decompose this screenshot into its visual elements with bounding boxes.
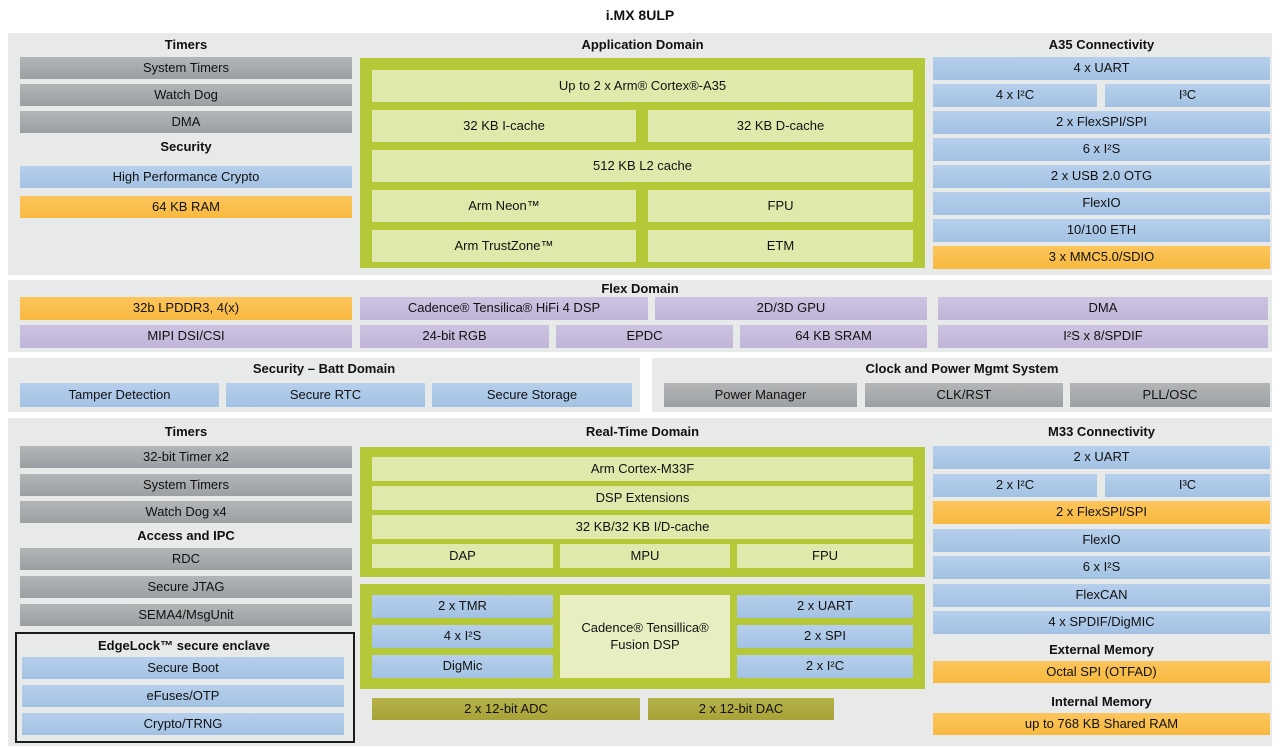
box-secure-jtag: Secure JTAG (20, 576, 352, 598)
box-m33-i2c: 2 x I²C (933, 474, 1097, 497)
box-a35-i2c: 4 x I²C (933, 84, 1097, 107)
page-title: i.MX 8ULP (605, 7, 675, 23)
box-a35-flexio: FlexIO (933, 192, 1270, 215)
box-tamper-detection: Tamper Detection (20, 383, 219, 407)
box-high-performance-crypto: High Performance Crypto (20, 166, 352, 188)
box-hifi4-dsp: Cadence® Tensilica® HiFi 4 DSP (360, 297, 648, 320)
header-a35-connectivity: A35 Connectivity (1048, 37, 1155, 52)
box-flex-dma: DMA (938, 297, 1268, 320)
header-timers-app: Timers (164, 37, 208, 52)
header-application-domain: Application Domain (581, 37, 704, 52)
box-sema4: SEMA4/MsgUnit (20, 604, 352, 626)
header-flex-domain: Flex Domain (601, 281, 679, 296)
box-m33-flexspi: 2 x FlexSPI/SPI (933, 501, 1270, 524)
box-flexcan: FlexCAN (933, 584, 1270, 607)
header-m33-connectivity: M33 Connectivity (1048, 424, 1155, 439)
box-i2s-spdif: I²S x 8/SPDIF (938, 325, 1268, 348)
header-internal-memory: Internal Memory (1051, 694, 1152, 709)
box-sram: 64 KB SRAM (740, 325, 927, 348)
header-timers-rt: Timers (164, 424, 208, 439)
box-m33-flexio: FlexIO (933, 529, 1270, 552)
box-crypto-trng: Crypto/TRNG (22, 713, 344, 735)
box-fusion-dsp: Cadence® Tensillica® Fusion DSP (560, 595, 730, 678)
box-m33-uart: 2 x UART (933, 446, 1270, 469)
box-2x-uart-dsp: 2 x UART (737, 595, 913, 618)
fusion-dsp-line2: Fusion DSP (610, 637, 680, 652)
box-a35-uart: 4 x UART (933, 57, 1270, 80)
header-external-memory: External Memory (1049, 642, 1154, 657)
box-fpu-m33: FPU (737, 544, 913, 568)
box-trustzone: Arm TrustZone™ (372, 230, 636, 262)
box-pll-osc: PLL/OSC (1070, 383, 1270, 407)
box-4x-i2s: 4 x I²S (372, 625, 553, 648)
box-dcache: 32 KB D-cache (648, 110, 913, 142)
box-cortex-a35: Up to 2 x Arm® Cortex®-A35 (372, 70, 913, 102)
box-digmic: DigMic (372, 655, 553, 678)
box-dap: DAP (372, 544, 553, 568)
box-arm-neon: Arm Neon™ (372, 190, 636, 222)
box-icache: 32 KB I-cache (372, 110, 636, 142)
header-real-time-domain: Real-Time Domain (585, 424, 700, 439)
box-spdif-digmic: 4 x SPDIF/DigMIC (933, 611, 1270, 634)
box-a35-usb: 2 x USB 2.0 OTG (933, 165, 1270, 188)
box-dac: 2 x 12-bit DAC (648, 698, 834, 720)
fusion-dsp-line1: Cadence® Tensillica® (581, 619, 709, 635)
box-system-timers: System Timers (20, 57, 352, 79)
header-security-batt: Security – Batt Domain (252, 361, 396, 376)
box-cortex-m33f: Arm Cortex-M33F (372, 457, 913, 481)
box-adc: 2 x 12-bit ADC (372, 698, 640, 720)
box-dsp-extensions: DSP Extensions (372, 486, 913, 510)
box-secure-rtc: Secure RTC (226, 383, 425, 407)
box-a35-mmc: 3 x MMC5.0/SDIO (933, 246, 1270, 269)
box-tmr: 2 x TMR (372, 595, 553, 618)
box-clk-rst: CLK/RST (865, 383, 1063, 407)
box-a35-flexspi: 2 x FlexSPI/SPI (933, 111, 1270, 134)
box-watch-dog: Watch Dog (20, 84, 352, 106)
box-shared-ram: up to 768 KB Shared RAM (933, 713, 1270, 735)
box-32bit-timer: 32-bit Timer x2 (20, 446, 352, 468)
box-secure-storage: Secure Storage (432, 383, 632, 407)
box-secure-boot: Secure Boot (22, 657, 344, 679)
box-lpddr: 32b LPDDR3, 4(x) (20, 297, 352, 320)
box-rdc: RDC (20, 548, 352, 570)
box-64kb-ram: 64 KB RAM (20, 196, 352, 218)
box-a35-i2s: 6 x I²S (933, 138, 1270, 161)
box-etm: ETM (648, 230, 913, 262)
box-fpu-a35: FPU (648, 190, 913, 222)
box-a35-i3c: I³C (1105, 84, 1270, 107)
header-clock-power: Clock and Power Mgmt System (865, 361, 1059, 376)
box-m33-i2s: 6 x I²S (933, 556, 1270, 579)
box-2x-spi-dsp: 2 x SPI (737, 625, 913, 648)
box-2x-i2c-dsp: 2 x I²C (737, 655, 913, 678)
box-watch-dog-x4: Watch Dog x4 (20, 501, 352, 523)
header-access-ipc: Access and IPC (137, 528, 235, 543)
box-l2-cache: 512 KB L2 cache (372, 150, 913, 182)
box-system-timers-rt: System Timers (20, 474, 352, 496)
box-mpu: MPU (560, 544, 730, 568)
box-m33-i3c: I³C (1105, 474, 1270, 497)
box-dma-app: DMA (20, 111, 352, 133)
box-efuses-otp: eFuses/OTP (22, 685, 344, 707)
box-gpu: 2D/3D GPU (655, 297, 927, 320)
box-mipi: MIPI DSI/CSI (20, 325, 352, 348)
box-epdc: EPDC (556, 325, 733, 348)
box-rgb: 24-bit RGB (360, 325, 549, 348)
box-power-manager: Power Manager (664, 383, 857, 407)
edgelock-enclave-container (15, 632, 355, 743)
box-octal-spi: Octal SPI (OTFAD) (933, 661, 1270, 683)
header-edgelock: EdgeLock™ secure enclave (98, 638, 270, 653)
box-a35-eth: 10/100 ETH (933, 219, 1270, 242)
box-id-cache: 32 KB/32 KB I/D-cache (372, 515, 913, 539)
header-security-app: Security (160, 139, 212, 154)
